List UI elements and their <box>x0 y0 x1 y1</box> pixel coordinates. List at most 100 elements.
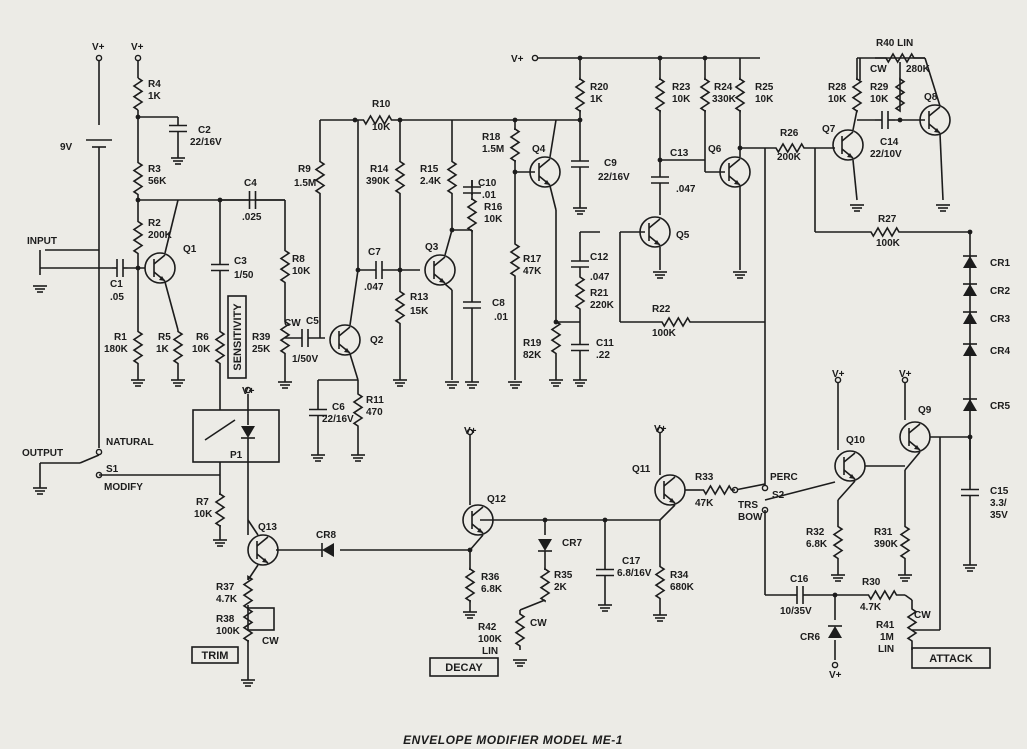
wire <box>79 454 100 464</box>
label-r40v: 280K <box>906 64 931 75</box>
label-r32v: 6.8K <box>806 539 828 550</box>
label-q1: Q1 <box>183 244 197 255</box>
label-r26v: 200K <box>777 152 802 163</box>
resistor <box>894 77 906 113</box>
control-label-boxes: TRIM DECAY ATTACK SENSITIVITY <box>191 295 991 677</box>
resistor <box>700 484 735 496</box>
label-r41v1: 1M <box>880 632 894 643</box>
wire <box>904 451 921 471</box>
schematic-labels: 9VV+INPUTV+R41KC222/16VR356KR2200KC1.05Q… <box>22 38 1010 681</box>
label-r15: R15 <box>420 164 439 175</box>
diode <box>963 256 977 268</box>
label-r18v: 1.5M <box>482 144 504 155</box>
wire <box>728 158 741 169</box>
wire <box>908 423 921 434</box>
resistor <box>132 77 144 111</box>
label-c13: C13 <box>670 148 689 159</box>
label-c15v1: 3.3/ <box>990 498 1007 509</box>
label-r42v2: LIN <box>482 646 498 657</box>
label-r11v: 470 <box>366 407 383 418</box>
label-cr1: CR1 <box>990 258 1010 269</box>
label-trs: TRS <box>738 500 758 511</box>
wire <box>549 119 557 158</box>
label-natural: NATURAL <box>106 437 154 448</box>
resistor <box>355 114 400 126</box>
wire <box>648 218 661 229</box>
emitter-arrow <box>934 128 940 133</box>
label-vplus-e: V+ <box>832 369 845 380</box>
label-r38v: 100K <box>216 626 241 637</box>
wire <box>734 483 766 491</box>
label-s2: S2 <box>772 490 785 501</box>
resistor <box>172 330 184 365</box>
label-r10: R10 <box>372 99 391 110</box>
resistor <box>214 492 226 528</box>
label-cr7: CR7 <box>562 538 582 549</box>
label-r13: R13 <box>410 292 429 303</box>
wire <box>349 353 359 381</box>
label-r2v: 200K <box>148 230 173 241</box>
wire <box>764 481 836 501</box>
label-c13v: .047 <box>676 184 696 195</box>
diode <box>963 344 977 356</box>
label-r29: R29 <box>870 82 889 93</box>
label-c17: C17 <box>622 556 641 567</box>
resistor <box>699 77 711 113</box>
wire <box>663 476 676 487</box>
label-q3: Q3 <box>425 242 439 253</box>
resistor <box>652 316 700 328</box>
diode <box>241 426 255 438</box>
label-r8: R8 <box>292 254 305 265</box>
label-r14v: 390K <box>366 176 391 187</box>
label-c9: C9 <box>604 158 617 169</box>
wire <box>549 185 557 211</box>
resistor <box>514 610 526 650</box>
label-c17v: 6.8/16V <box>617 568 652 579</box>
diode <box>963 399 977 411</box>
transistor-q1 <box>144 252 176 284</box>
label-c2v: 22/16V <box>190 137 222 148</box>
label-r36: R36 <box>481 572 500 583</box>
label-r21: R21 <box>590 288 609 299</box>
emitter-arrow <box>914 445 920 450</box>
label-c2: C2 <box>198 125 211 136</box>
photocell-p1 <box>192 409 280 463</box>
resistor <box>832 525 844 560</box>
wire <box>471 506 484 517</box>
wire <box>164 281 179 331</box>
label-r38: R38 <box>216 614 235 625</box>
label-cw4: CW <box>530 618 547 629</box>
resistor <box>734 77 746 113</box>
wire <box>444 229 453 256</box>
label-c1v: .05 <box>110 292 124 303</box>
label-c1: C1 <box>110 279 123 290</box>
resistor <box>279 248 291 285</box>
emitter-arrow <box>847 153 853 158</box>
terminal <box>95 54 103 62</box>
wire <box>153 254 166 265</box>
label-r34: R34 <box>670 570 689 581</box>
trim-label: TRIM <box>202 650 229 662</box>
label-r8v: 10K <box>292 266 311 277</box>
wire <box>164 199 179 254</box>
resistor <box>132 220 144 255</box>
label-r6: R6 <box>196 332 209 343</box>
resistor <box>509 127 521 163</box>
label-r7v: 10K <box>194 509 213 520</box>
resistor <box>132 330 144 365</box>
transistor-q7 <box>832 129 864 161</box>
label-r42v1: 100K <box>478 634 503 645</box>
resistor <box>860 226 910 238</box>
label-r33: R33 <box>695 472 714 483</box>
label-q8: Q8 <box>924 92 938 103</box>
label-q7: Q7 <box>822 124 836 135</box>
label-r15v: 2.4K <box>420 176 442 187</box>
label-q5: Q5 <box>676 230 690 241</box>
label-c11v: .22 <box>596 350 610 361</box>
label-vplus-b: V+ <box>131 42 144 53</box>
label-cr2: CR2 <box>990 286 1010 297</box>
decay-box <box>429 657 499 677</box>
label-r3: R3 <box>148 164 161 175</box>
label-r30v: 4.7K <box>860 602 882 613</box>
resistor <box>314 160 326 195</box>
